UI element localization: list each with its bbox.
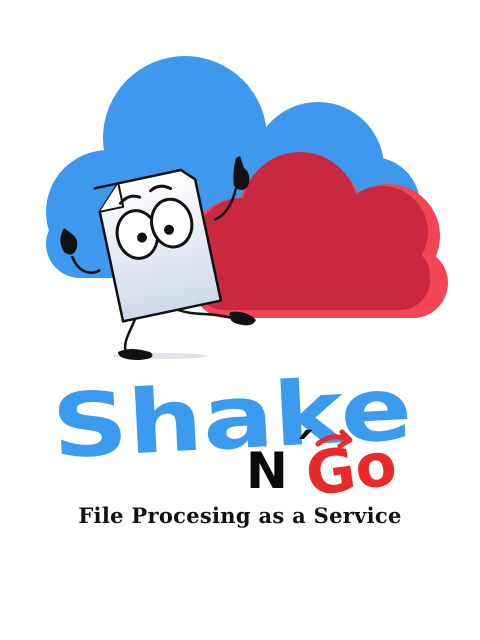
tagline: File Procesing as a Service	[78, 503, 402, 528]
paper-mascot-icon	[60, 156, 256, 360]
go-arrow-icon	[315, 429, 353, 449]
red-cloud-icon	[188, 152, 448, 318]
shake-wordmark: Shake	[49, 357, 414, 479]
apostrophe-mark: ´	[290, 424, 315, 482]
n-wordmark: N	[246, 442, 288, 500]
